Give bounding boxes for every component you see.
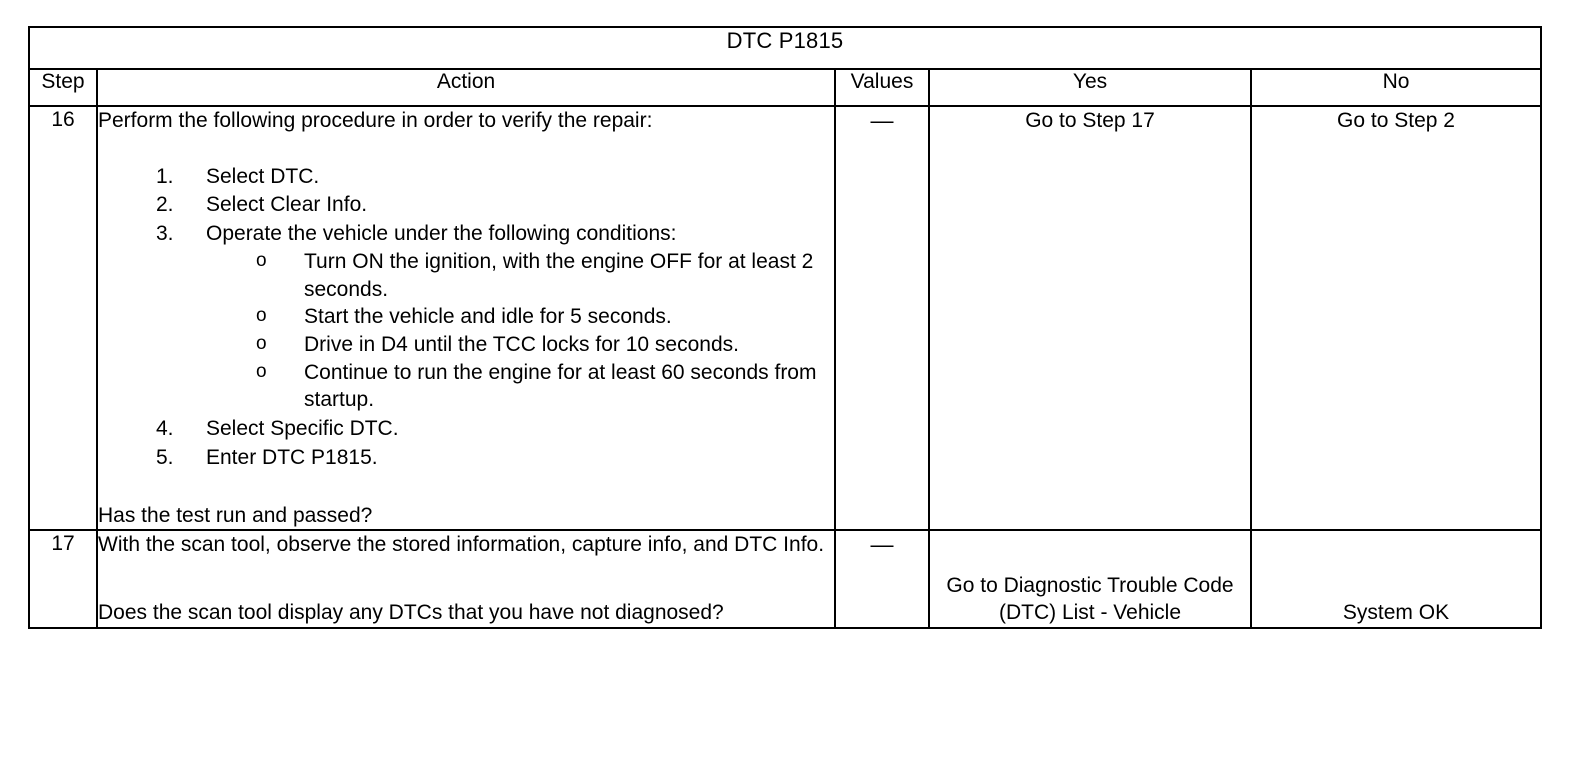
- list-item-text: Select DTC.: [206, 164, 320, 188]
- list-marker: 5.: [156, 445, 174, 469]
- dtc-diagnostic-table: DTC P1815 Step Action Values Yes No 16 P…: [28, 26, 1542, 629]
- column-header-yes: Yes: [928, 68, 1252, 107]
- table-header-row: Step Action Values Yes No: [28, 68, 1542, 107]
- list-marker: 3.: [156, 222, 174, 246]
- values-cell-17: —: [834, 529, 930, 629]
- list-item-text: Enter DTC P1815.: [206, 445, 378, 469]
- list-item: 1. Select DTC.: [98, 163, 834, 191]
- action-statement-text: With the scan tool, observe the stored i…: [98, 533, 825, 557]
- yes-answer-16: Go to Step 17: [928, 104, 1252, 532]
- list-item: o Turn ON the ignition, with the engine …: [206, 248, 834, 303]
- action-cell-17: With the scan tool, observe the stored i…: [96, 529, 836, 629]
- bullet-circle-icon: o: [256, 305, 267, 327]
- column-header-values: Values: [834, 68, 930, 107]
- yes-answer-17: Go to Diagnostic Trouble Code (DTC) List…: [928, 529, 1252, 629]
- table-row: 17 With the scan tool, observe the store…: [28, 529, 1542, 629]
- no-answer-17: System OK: [1250, 529, 1542, 629]
- action-lead-text: Perform the following procedure in order…: [98, 109, 653, 132]
- list-marker: 1.: [156, 164, 174, 188]
- list-item: 4. Select Specific DTC.: [98, 415, 834, 443]
- list-item-text: Start the vehicle and idle for 5 seconds…: [304, 305, 672, 329]
- no-answer-16: Go to Step 2: [1250, 104, 1542, 532]
- action-question-text: Has the test run and passed?: [98, 503, 373, 527]
- procedure-step-list: 1. Select DTC. 2. Select Clear Info. 3. …: [98, 163, 834, 472]
- column-header-action: Action: [96, 68, 836, 107]
- list-marker: 2.: [156, 193, 174, 217]
- step-number-16: 16: [28, 104, 98, 532]
- table-row: 16 Perform the following procedure in or…: [28, 104, 1542, 532]
- values-cell-16: —: [834, 104, 930, 532]
- list-item: 5. Enter DTC P1815.: [98, 444, 834, 472]
- action-cell-16: Perform the following procedure in order…: [96, 104, 836, 532]
- action-question-text: Does the scan tool display any DTCs that…: [98, 601, 724, 625]
- list-item-text: Select Specific DTC.: [206, 417, 399, 441]
- bullet-circle-icon: o: [256, 360, 267, 382]
- list-item: 2. Select Clear Info.: [98, 191, 834, 219]
- list-item-text: Operate the vehicle under the following …: [206, 222, 677, 246]
- column-header-step: Step: [28, 68, 98, 107]
- table-title-row: DTC P1815: [28, 26, 1542, 70]
- list-item: o Start the vehicle and idle for 5 secon…: [206, 303, 834, 331]
- list-item-text: Drive in D4 until the TCC locks for 10 s…: [304, 333, 739, 357]
- list-item-text: Continue to run the engine for at least …: [304, 360, 817, 412]
- list-marker: 4.: [156, 417, 174, 441]
- column-header-no: No: [1250, 68, 1542, 107]
- list-item: o Continue to run the engine for at leas…: [206, 359, 834, 414]
- bullet-circle-icon: o: [256, 249, 267, 271]
- list-item-text: Turn ON the ignition, with the engine OF…: [304, 249, 814, 301]
- bullet-circle-icon: o: [256, 333, 267, 355]
- table-title: DTC P1815: [28, 26, 1542, 70]
- list-item: o Drive in D4 until the TCC locks for 10…: [206, 331, 834, 359]
- list-item: 3. Operate the vehicle under the followi…: [98, 220, 834, 414]
- list-item-text: Select Clear Info.: [206, 193, 368, 217]
- step-number-17: 17: [28, 529, 98, 629]
- procedure-condition-list: o Turn ON the ignition, with the engine …: [206, 248, 834, 414]
